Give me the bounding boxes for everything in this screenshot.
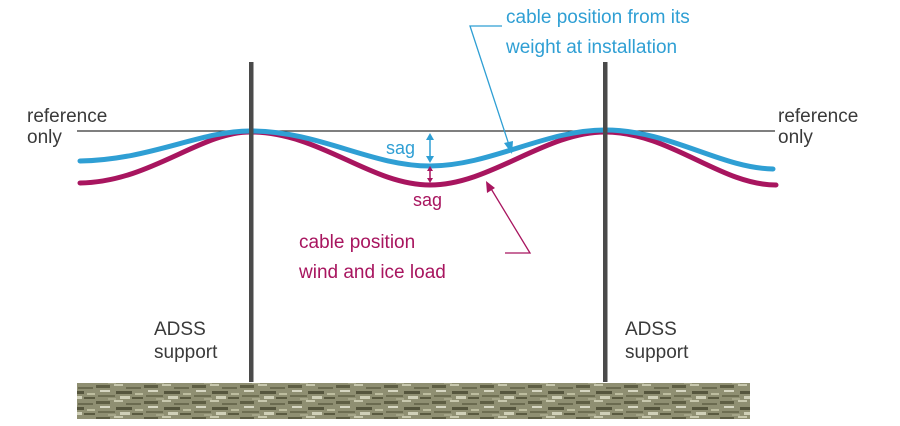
sag-arrowhead-loaded-up <box>427 166 433 171</box>
sag-arrowhead-installation-up <box>426 133 434 140</box>
installation-callout-arrowhead <box>504 141 513 154</box>
sag-label-installation: sag <box>386 138 416 158</box>
installation-callout-line <box>469 25 511 149</box>
support-pole-left <box>249 62 254 382</box>
reference-label-left: reference only <box>27 106 108 148</box>
loaded-callout-arrowhead <box>486 181 495 193</box>
installation-cable-label: cable position from its weight at instal… <box>506 7 690 58</box>
sag-arrowhead-installation-down <box>426 156 434 163</box>
loaded-cable-curve <box>77 129 779 188</box>
support-label-left: ADSS support <box>154 319 218 363</box>
sag-arrowhead-loaded-down <box>427 178 433 183</box>
support-pole-right <box>603 62 608 382</box>
reference-label-right: reference only <box>778 106 859 148</box>
loaded-cable-label: cable position wind and ice load <box>299 232 446 283</box>
sag-label-loaded: sag <box>413 190 443 210</box>
ground-strip <box>77 383 750 419</box>
support-label-right: ADSS support <box>625 319 689 363</box>
loaded-callout-line <box>489 186 532 254</box>
